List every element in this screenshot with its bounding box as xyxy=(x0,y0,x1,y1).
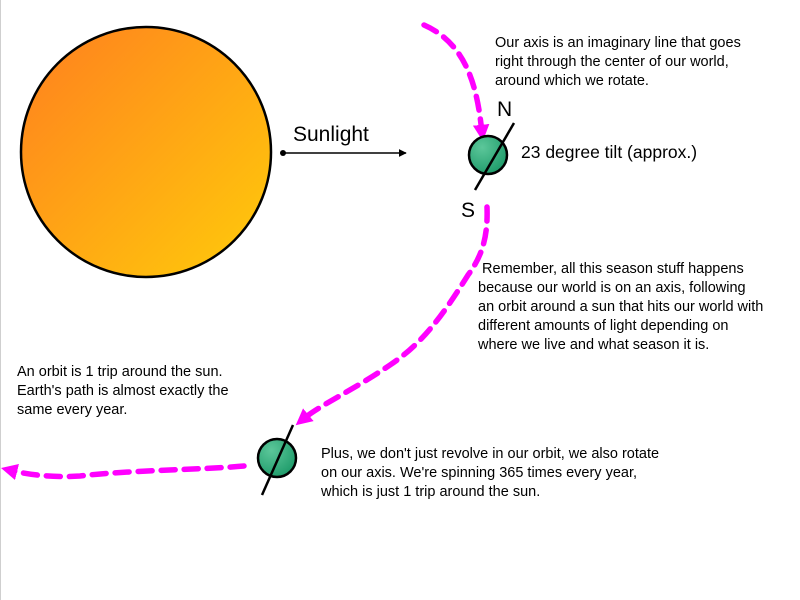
rotate-note-line: which is just 1 trip around the sun. xyxy=(321,484,541,500)
earth-icon-bottom xyxy=(256,424,298,496)
orbit-note: An orbit is 1 trip around the sun. Earth… xyxy=(17,363,229,420)
orbit-note-line: Earth's path is almost exactly the xyxy=(17,383,229,399)
rotate-note-line: on our axis. We're spinning 365 times ev… xyxy=(321,465,638,481)
remember-note-line: Remember, all this season stuff happens xyxy=(478,261,744,277)
sunlight-arrow-icon xyxy=(280,149,407,157)
orbit-note-line: An orbit is 1 trip around the sun. xyxy=(17,364,223,380)
axis-note-line: right through the center of our world, xyxy=(495,54,729,70)
rotate-note-line: Plus, we don't just revolve in our orbit… xyxy=(321,446,660,462)
orbit-note-line: same every year. xyxy=(17,402,128,418)
tilt-label: 23 degree tilt (approx.) xyxy=(521,142,697,162)
axis-note-line: around which we rotate. xyxy=(495,73,649,89)
remember-note-line: an orbit around a sun that hits our worl… xyxy=(478,299,764,315)
left-border xyxy=(0,0,1,600)
orbit-path-bottom xyxy=(0,463,247,481)
axis-note-line: Our axis is an imaginary line that goes xyxy=(495,35,741,51)
remember-note-line: where we live and what season it is. xyxy=(478,337,710,353)
sunlight-label: Sunlight xyxy=(293,123,369,146)
north-label: N xyxy=(497,98,512,121)
remember-note-line: because our world is on an axis, followi… xyxy=(478,280,746,296)
orbit-path-top xyxy=(421,22,490,142)
rotate-note: Plus, we don't just revolve in our orbit… xyxy=(321,445,659,502)
orbit-path-middle xyxy=(295,204,490,426)
south-label: S xyxy=(461,199,475,222)
remember-note-line: different amounts of light depending on xyxy=(478,318,729,334)
remember-note: Remember, all this season stuff happens … xyxy=(478,260,763,355)
sun-icon xyxy=(19,25,273,279)
axis-note: Our axis is an imaginary line that goes … xyxy=(495,34,741,91)
earth-icon-top xyxy=(467,122,516,191)
